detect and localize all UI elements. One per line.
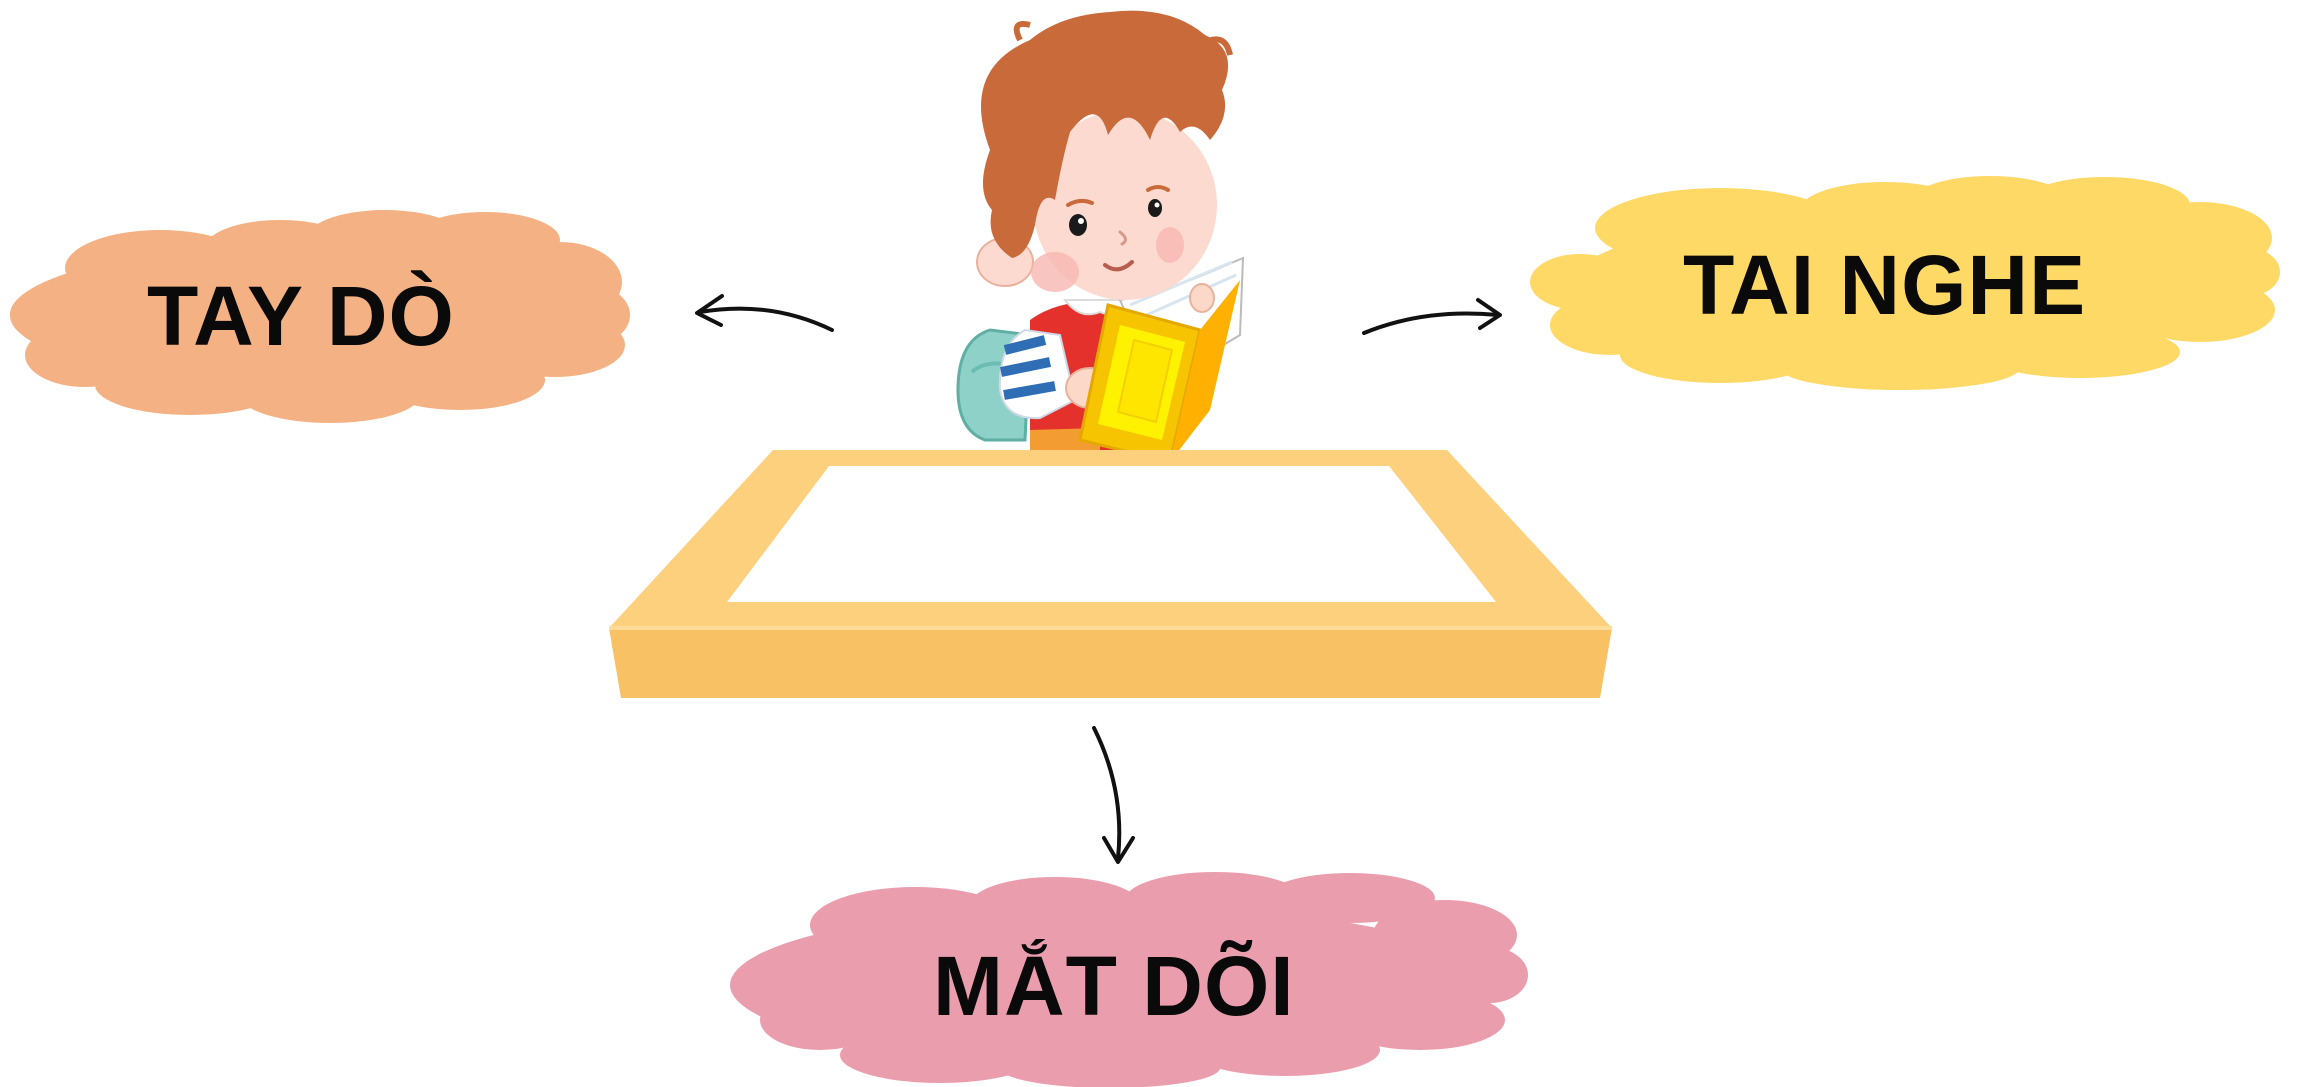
desk-icon (609, 450, 1612, 698)
label-tay-do: TAY DÒ (147, 274, 455, 358)
label-mat-doi: MẮT DÕI (933, 944, 1295, 1028)
arrow-left (697, 296, 832, 330)
boy-reading-book-icon (958, 11, 1243, 462)
arrow-right (1364, 300, 1500, 333)
arrow-down (1094, 728, 1133, 862)
label-tai-nghe: TAI NGHE (1683, 243, 2086, 327)
